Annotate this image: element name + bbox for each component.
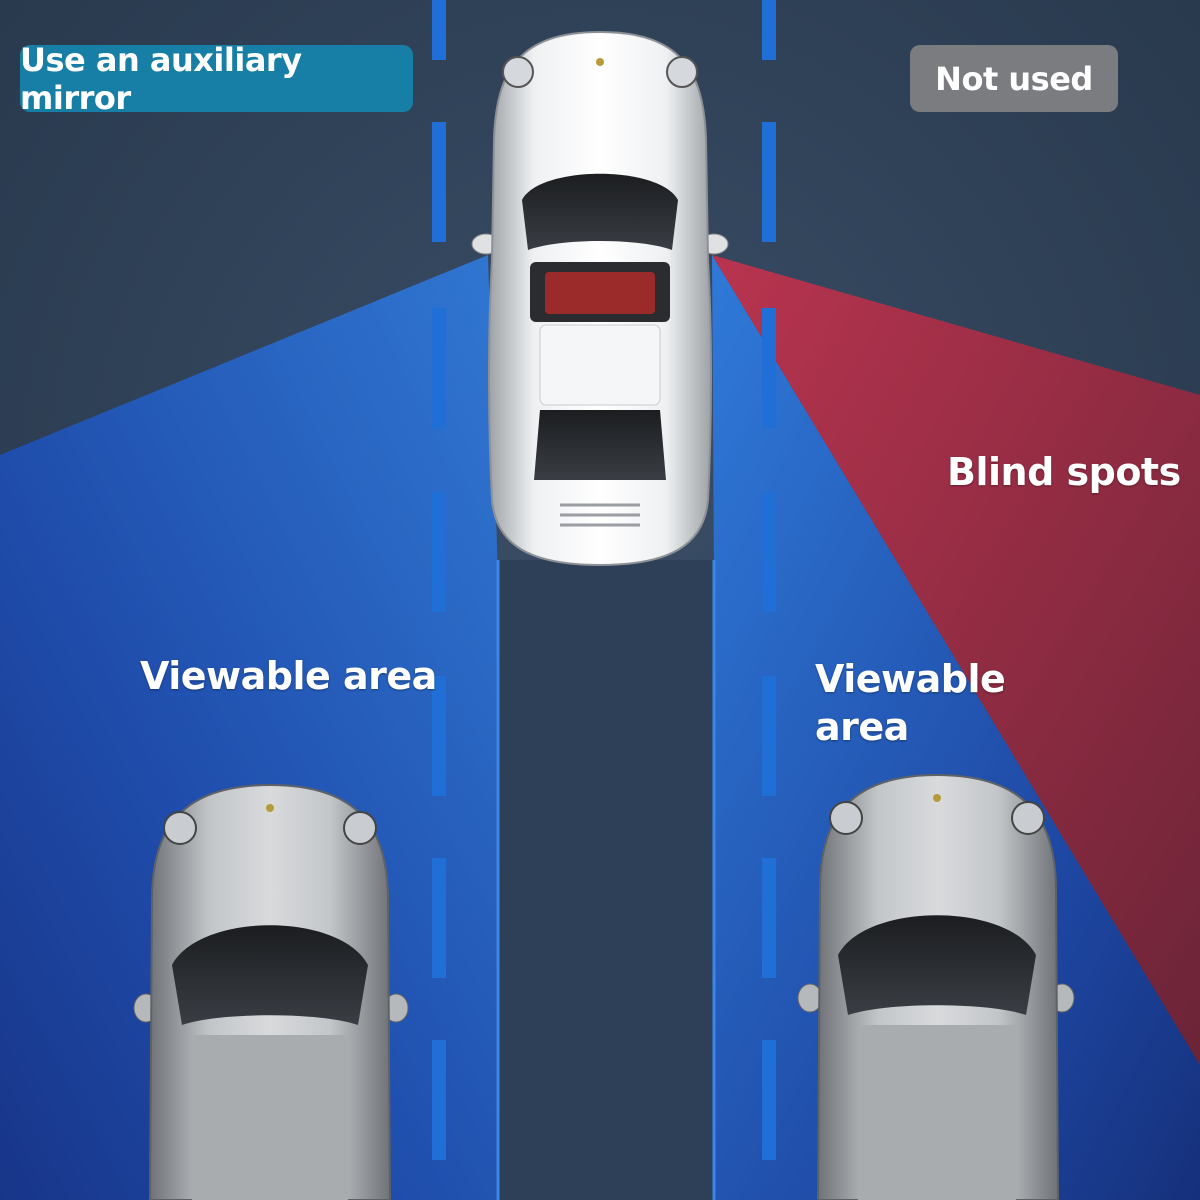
silver-sports-car-top-view-icon xyxy=(797,773,1075,1200)
viewable-area-left-label: Viewable area xyxy=(140,654,437,698)
viewable-area-right-label: Viewable area xyxy=(815,655,1015,751)
lane-markings xyxy=(432,0,776,1160)
viewable-area-right-line1: Viewable xyxy=(815,657,1006,701)
blind-spot-zone xyxy=(712,255,1200,1065)
center-lane xyxy=(498,560,714,1200)
not-used-label: Not used xyxy=(935,59,1093,98)
silver-sports-car-top-view-icon xyxy=(133,783,409,1200)
auxiliary-mirror-badge: Use an auxiliary mirror xyxy=(20,41,413,117)
viewable-area-right-line2: area xyxy=(815,705,909,749)
white-sports-car-top-view-icon xyxy=(471,30,729,567)
blind-spots-label: Blind spots xyxy=(947,450,1181,494)
not-used-badge: Not used xyxy=(910,45,1118,112)
auxiliary-mirror-label: Use an auxiliary mirror xyxy=(20,40,302,117)
